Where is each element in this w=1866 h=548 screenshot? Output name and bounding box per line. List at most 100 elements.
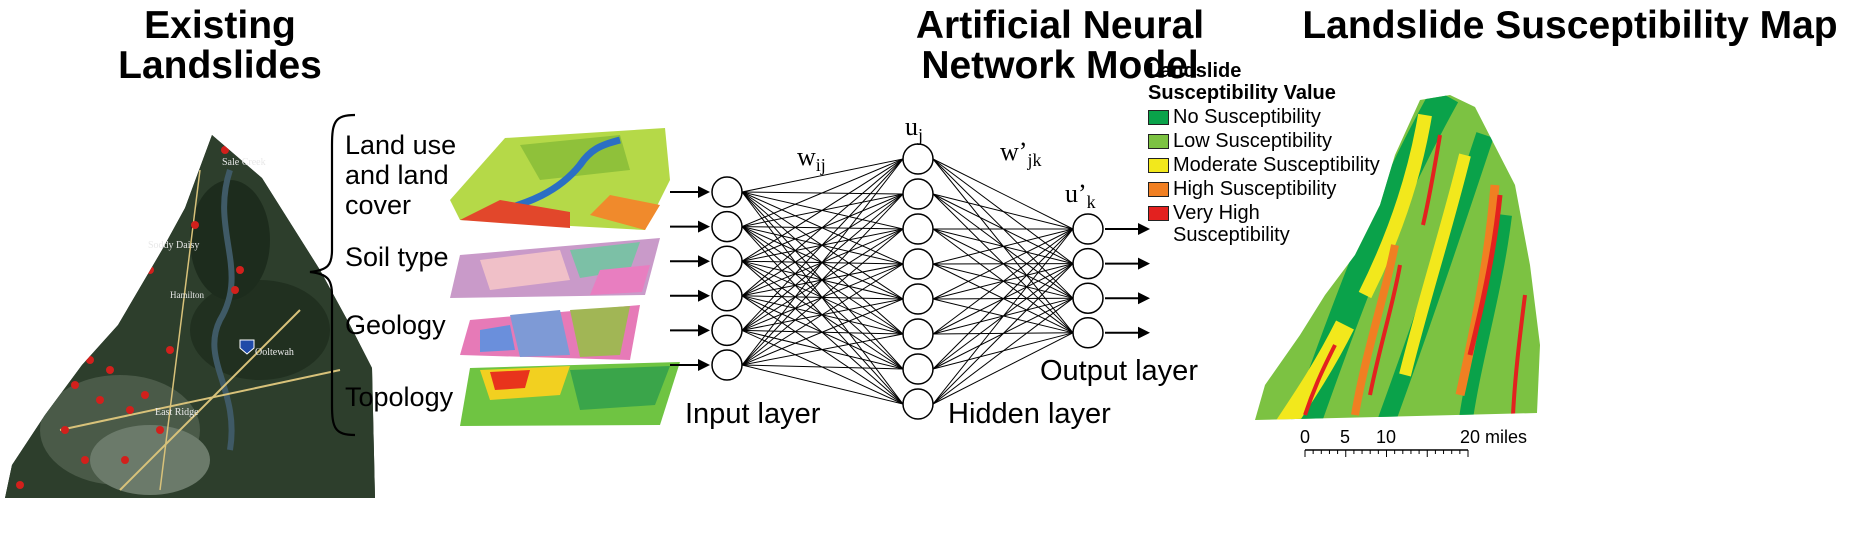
input-arrow-head [698, 220, 710, 233]
ann-title-line2: Network Model [921, 44, 1199, 87]
connection-input-hidden [741, 158, 904, 366]
land-use-line3: cover [345, 190, 412, 220]
susceptibility-map-title: Landslide Susceptibility Map [1302, 4, 1838, 47]
legend-label-low: Low Susceptibility [1173, 130, 1332, 152]
legend-label-moderate: Moderate Susceptibility [1173, 154, 1380, 176]
legend-item-low: Low Susceptibility [1148, 130, 1388, 152]
input-node [711, 280, 743, 312]
connection-input-hidden [741, 298, 904, 366]
input-arrow-head [698, 359, 710, 371]
hidden-layer-label: Hidden layer [948, 398, 1111, 430]
input-arrow [670, 324, 710, 337]
input-arrow-head [698, 255, 710, 268]
input-arrow [670, 255, 710, 268]
connection-hidden-output [932, 228, 1074, 405]
input-land-use-label: Land use and land cover [345, 130, 456, 220]
legend-title-line1: Landslide [1148, 60, 1242, 82]
uj-subscript: j [917, 125, 923, 145]
place-ooltewah: Ooltewah [255, 347, 294, 358]
output-arrow-head [1138, 326, 1150, 339]
existing-landslides-title: Existing Landslides [60, 6, 380, 86]
place-east-ridge: East Ridge [155, 407, 199, 418]
input-layer-label: Input layer [685, 398, 821, 430]
hidden-node [902, 143, 934, 175]
weight-wjk-label: w’jk [1000, 137, 1041, 170]
input-arrow-head [698, 324, 710, 337]
place-sale-creek: Sale Creek [222, 157, 266, 168]
legend-title-line2: Susceptibility Value [1148, 82, 1336, 104]
input-node [711, 210, 743, 243]
soil-type-layer-image [450, 238, 660, 298]
connection-hidden-output [932, 228, 1074, 335]
wij-subscript: ij [816, 155, 826, 175]
scale-label-5: 5 [1340, 427, 1350, 447]
scale-label-10: 10 [1376, 427, 1396, 447]
network-connections [741, 158, 1074, 405]
connection-input-hidden [741, 263, 904, 366]
input-arrow-head [698, 289, 710, 302]
connection-input-hidden [741, 193, 904, 366]
land-use-line1: Land use [345, 130, 457, 160]
input-arrow [670, 289, 710, 302]
scale-label-0: 0 [1300, 427, 1310, 447]
connection-hidden-output [932, 332, 1074, 405]
wij-base: w [797, 142, 816, 171]
hidden-unit-label: uj [905, 112, 923, 145]
input-node [711, 314, 743, 347]
connection-input-hidden [741, 158, 904, 228]
connection-input-hidden [741, 333, 904, 366]
input-topology-label: Topology [345, 382, 454, 412]
connection-hidden-output [932, 228, 1074, 370]
legend-swatch-low [1148, 134, 1169, 149]
input-node [711, 176, 743, 208]
scale-label-20: 20 miles [1460, 427, 1527, 447]
hidden-node [902, 388, 934, 420]
legend-item-moderate: Moderate Susceptibility [1148, 154, 1388, 176]
curly-brace [309, 113, 356, 437]
land-use-layer-image [450, 128, 670, 230]
connection-input-hidden [741, 158, 904, 193]
legend-item-high: High Susceptibility [1148, 178, 1388, 200]
output-node [1072, 213, 1104, 245]
connection-hidden-output [932, 263, 1074, 405]
neural-network-diagram: wij uj w’jk u’k [670, 112, 1150, 420]
input-arrow [670, 186, 710, 198]
output-arrow-head [1138, 257, 1150, 270]
legend-label-no: No Susceptibility [1173, 106, 1321, 128]
scale-minor-ticks [1304, 450, 1469, 457]
hidden-node [902, 353, 934, 385]
output-layer-label: Output layer [1040, 355, 1198, 387]
weight-wij-label: wij [797, 142, 826, 175]
wjk-base: w’ [1000, 137, 1027, 166]
output-arrow [1105, 257, 1150, 270]
input-arrow-head [698, 186, 710, 198]
output-arrow [1105, 292, 1150, 305]
place-hamilton: Hamilton [170, 290, 204, 300]
interstate-shield-icon [239, 339, 255, 355]
legend-swatch-very-high [1148, 206, 1169, 221]
connection-input-hidden [741, 158, 904, 262]
uk-subscript: k [1087, 192, 1096, 212]
connection-hidden-output [932, 193, 1074, 230]
output-arrow-head [1138, 223, 1150, 235]
legend-label-high: High Susceptibility [1173, 178, 1337, 200]
input-soil-type-label: Soil type [345, 242, 449, 272]
output-node [1072, 317, 1104, 349]
output-arrow [1105, 326, 1150, 339]
hidden-node [902, 248, 934, 280]
uj-base: u [905, 112, 918, 141]
geology-layer-image [460, 305, 640, 360]
land-use-line2: and land [345, 160, 449, 190]
input-node [711, 349, 743, 381]
output-arrow-head [1138, 292, 1150, 305]
scale-bar: 0 5 10 20 miles [1300, 427, 1527, 457]
hidden-node [902, 283, 934, 315]
very-high-line1: Very High [1173, 202, 1260, 224]
input-geology-label: Geology [345, 310, 446, 340]
connection-input-hidden [741, 158, 904, 297]
input-arrow [670, 220, 710, 233]
topology-layer-image [460, 362, 680, 426]
network-nodes [711, 143, 1104, 420]
